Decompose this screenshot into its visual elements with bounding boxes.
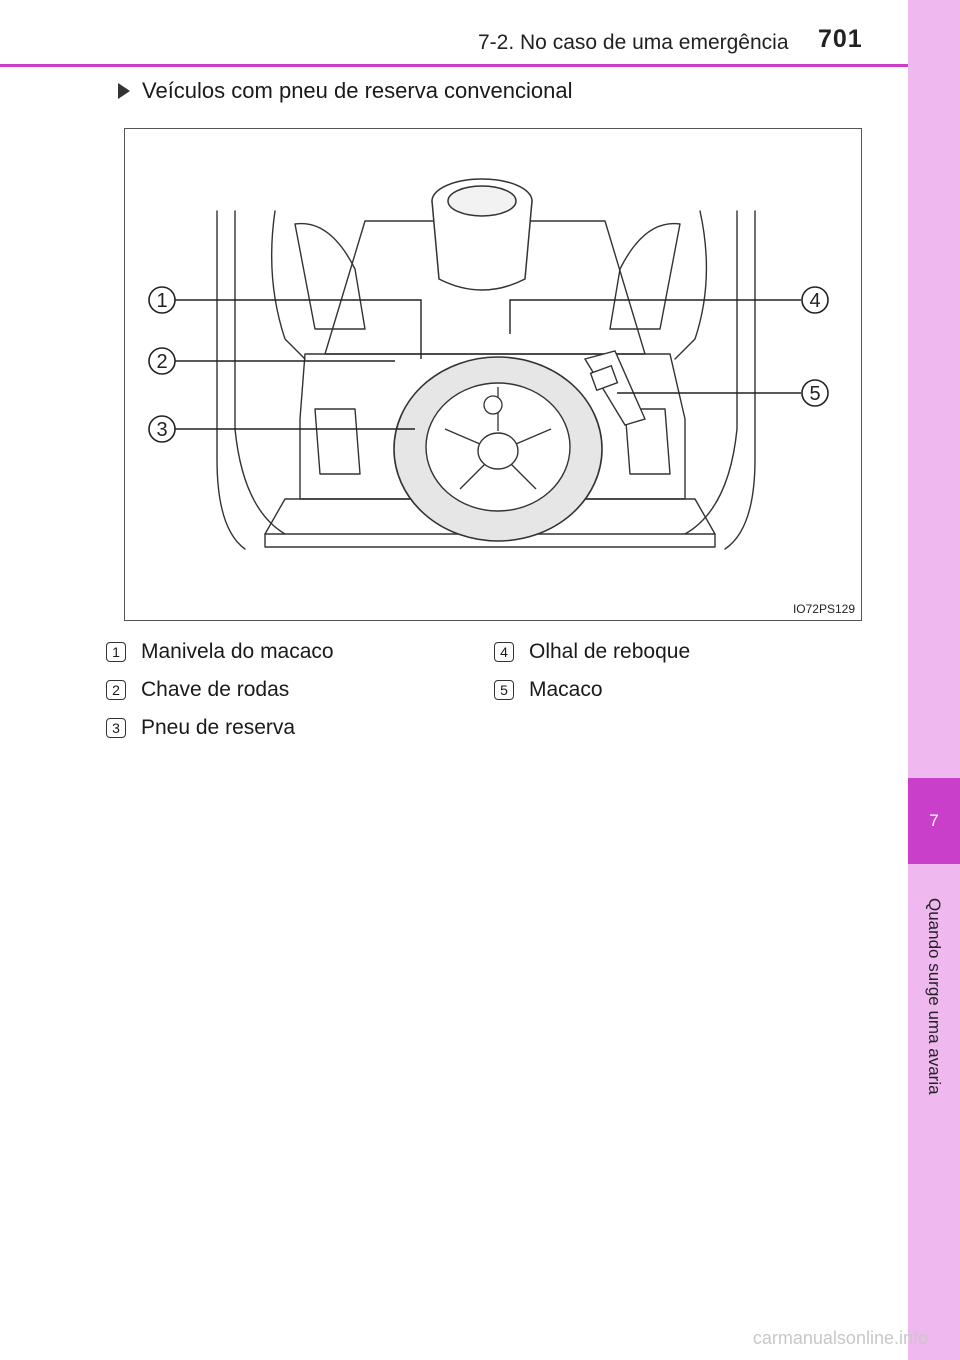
legend-number-3: 3	[106, 718, 126, 738]
subheading-text: Veículos com pneu de reserva convenciona…	[142, 78, 573, 103]
spare-tire-graphic	[393, 356, 603, 542]
legend-item-2: 2 Chave de rodas	[106, 678, 289, 702]
legend-item-1: 1 Manivela do macaco	[106, 640, 334, 664]
chapter-number-tab: 7	[908, 778, 960, 864]
legend-number-2: 2	[106, 680, 126, 700]
left-body-outline	[216, 210, 246, 550]
triangle-bullet-icon	[118, 83, 130, 99]
side-tab-background-lower	[908, 864, 960, 1360]
right-trim	[609, 222, 681, 330]
callout-lines	[175, 299, 801, 430]
foam-tray	[431, 178, 533, 291]
callout-5-label: 5	[809, 383, 820, 405]
chapter-title-vertical: Quando surge uma avaria	[908, 864, 960, 1128]
left-trim	[294, 222, 366, 330]
legend-item-5: 5 Macaco	[494, 678, 603, 702]
jack-graphic	[583, 350, 646, 426]
right-compartment	[624, 408, 671, 475]
callout-3-label: 3	[156, 419, 167, 441]
right-body-outline	[724, 210, 756, 550]
legend-number-1: 1	[106, 642, 126, 662]
left-body-inner	[234, 210, 286, 535]
callout-1-label: 1	[156, 290, 167, 312]
header-divider	[0, 64, 908, 67]
legend-label-5: Macaco	[529, 678, 603, 701]
legend-label-3: Pneu de reserva	[141, 716, 296, 739]
bumper-edge	[264, 533, 716, 548]
legend-item-3: 3 Pneu de reserva	[106, 716, 295, 740]
callout-4: 4	[801, 286, 829, 314]
callout-3: 3	[148, 415, 176, 443]
legend-number-5: 5	[494, 680, 514, 700]
legend-label-1: Manivela do macaco	[141, 640, 334, 663]
legend-label-4: Olhal de reboque	[529, 640, 691, 663]
spare-tire-illustration: 1 2 3 4 5 IO72PS129	[124, 128, 862, 621]
callout-1: 1	[148, 286, 176, 314]
callout-5: 5	[801, 379, 829, 407]
legend-number-4: 4	[494, 642, 514, 662]
trunk-diagram: 1 2 3 4 5	[148, 178, 829, 550]
right-pillar	[674, 210, 708, 360]
chapter-number: 7	[929, 811, 939, 830]
callout-4-label: 4	[809, 290, 820, 312]
callout-2: 2	[148, 347, 176, 375]
figure-code: IO72PS129	[792, 602, 855, 616]
callout-2-label: 2	[156, 351, 167, 373]
section-title: 7-2. No caso de uma emergência	[478, 31, 789, 54]
left-pillar	[270, 210, 306, 360]
legend-label-2: Chave de rodas	[141, 678, 290, 701]
right-body-inner	[684, 210, 738, 535]
legend-item-4: 4 Olhal de reboque	[494, 640, 690, 664]
left-compartment	[314, 408, 361, 475]
side-tab-background	[908, 0, 960, 778]
watermark: carmanualsonline.info	[752, 1328, 928, 1348]
page-number: 701	[818, 25, 863, 53]
chapter-title: Quando surge uma avaria	[925, 897, 944, 1095]
subheading: Veículos com pneu de reserva convenciona…	[118, 78, 572, 104]
